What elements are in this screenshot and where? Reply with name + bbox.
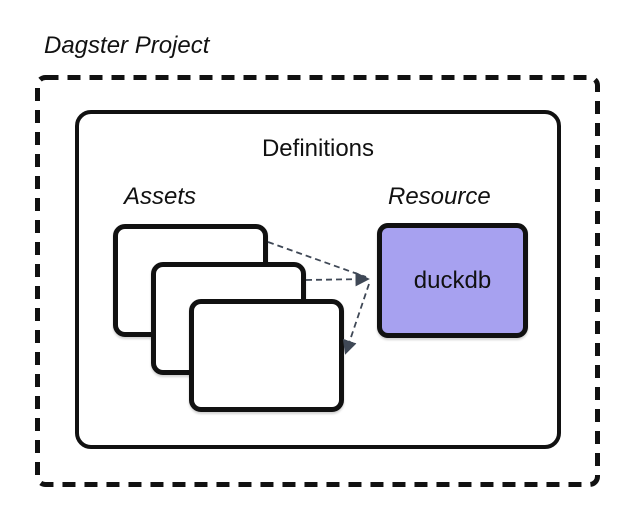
assets-label: Assets xyxy=(124,183,197,210)
project-title: Dagster Project xyxy=(44,32,210,59)
resource-box-label: duckdb xyxy=(413,266,492,294)
resource-label: Resource xyxy=(388,183,491,210)
resource-box-duckdb: duckdb xyxy=(377,223,528,338)
asset-card-3 xyxy=(189,299,344,412)
definitions-label: Definitions xyxy=(261,135,375,162)
